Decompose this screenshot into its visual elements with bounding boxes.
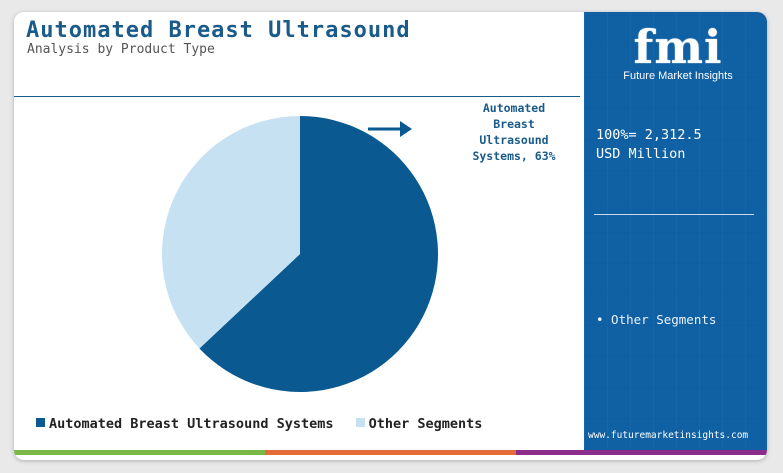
pie-chart bbox=[161, 116, 439, 392]
legend-label: Other Segments bbox=[368, 416, 483, 432]
footer-color-bar bbox=[14, 450, 767, 455]
logo-mark: fmi bbox=[633, 20, 723, 74]
logo-text: Future Market Insights bbox=[623, 70, 733, 82]
legend-item-systems: Automated Breast Ultrasound Systems bbox=[36, 416, 333, 432]
legend-item-other: Other Segments bbox=[355, 416, 483, 432]
header-divider bbox=[14, 96, 580, 97]
website-link[interactable]: www.futuremarketinsights.com bbox=[588, 430, 749, 441]
total-line: 100%= 2,312.5 bbox=[596, 127, 702, 143]
footer-segment-orange bbox=[265, 450, 516, 455]
segment-list-item: • Other Segments bbox=[596, 312, 717, 327]
slice-callout: Automated Breast Ultrasound Systems, 63% bbox=[454, 100, 574, 164]
total-line: USD Million bbox=[596, 146, 686, 162]
footer-segment-purple bbox=[516, 450, 767, 455]
info-sidebar: fmi Future Market Insights 100%= 2,312.5… bbox=[584, 12, 767, 450]
pie-slice-systems bbox=[199, 116, 439, 392]
footer-segment-green bbox=[14, 450, 265, 455]
sidebar-divider bbox=[594, 214, 754, 215]
chart-card: Automated Breast Ultrasound Analysis by … bbox=[14, 12, 767, 460]
market-total: 100%= 2,312.5 USD Million bbox=[596, 126, 702, 164]
legend-swatch bbox=[355, 418, 365, 427]
callout-line: Breast bbox=[493, 117, 535, 131]
fmi-logo: fmi Future Market Insights bbox=[608, 22, 748, 82]
legend-label: Automated Breast Ultrasound Systems bbox=[49, 416, 334, 432]
legend-swatch bbox=[36, 418, 45, 427]
arrow-right-icon bbox=[368, 121, 412, 137]
chart-subtitle: Analysis by Product Type bbox=[27, 42, 215, 57]
callout-line: Ultrasound bbox=[479, 133, 549, 147]
sidebar-texture bbox=[584, 12, 767, 450]
callout-line: Systems, 63% bbox=[472, 149, 556, 163]
chart-title: Automated Breast Ultrasound bbox=[26, 18, 411, 43]
pie-slice-other bbox=[161, 116, 300, 349]
chart-legend: Automated Breast Ultrasound Systems Othe… bbox=[36, 416, 496, 432]
callout-line: Automated bbox=[482, 101, 546, 115]
